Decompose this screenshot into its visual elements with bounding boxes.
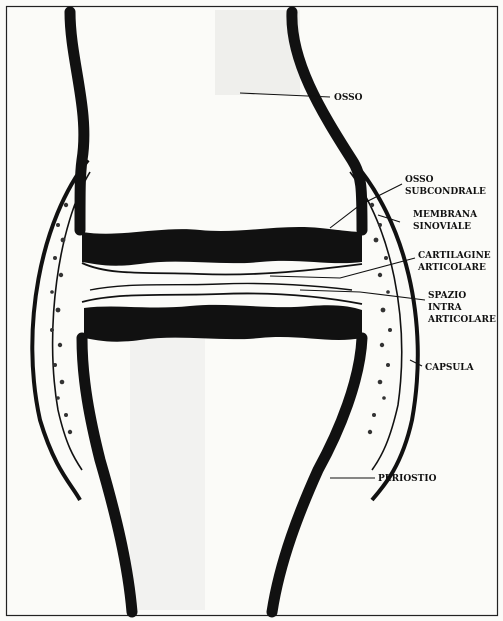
label-osso-subcondrale-line1: OSSO <box>405 175 434 185</box>
label-osso-subcondrale-line2: SUBCONDRALE <box>405 187 486 197</box>
lower-bone-cortex-right <box>272 338 362 612</box>
label-cartilagine-line1: CARTILAGINE <box>418 251 491 261</box>
lower-bone-cortex-left <box>82 338 132 612</box>
label-membrana-line2: SINOVIALE <box>413 222 471 232</box>
upper-subchondral-plate <box>82 227 362 266</box>
leader-lines <box>240 93 425 478</box>
label-membrana-line1: MEMBRANA <box>413 210 478 220</box>
label-cartilagine-line2: ARTICOLARE <box>417 263 486 273</box>
leader-spazio <box>300 290 425 300</box>
joint-space-line <box>90 283 352 290</box>
lower-subchondral-plate <box>84 305 362 342</box>
label-periostio: PERIOSTIO <box>378 474 437 484</box>
lower-articular-cartilage <box>82 293 362 304</box>
synovial-membrane-right <box>368 203 392 434</box>
upper-bone-cortex-right <box>292 12 362 230</box>
bleed-through-column <box>130 310 205 610</box>
label-capsula: CAPSULA <box>425 363 475 373</box>
label-spazio-line1: SPAZIO <box>428 291 466 301</box>
upper-bone-cortex-left <box>70 12 84 230</box>
label-spazio-line2: INTRA <box>428 303 463 313</box>
label-spazio-line3: ARTICOLARE <box>427 315 496 325</box>
label-osso: OSSO <box>334 93 363 103</box>
